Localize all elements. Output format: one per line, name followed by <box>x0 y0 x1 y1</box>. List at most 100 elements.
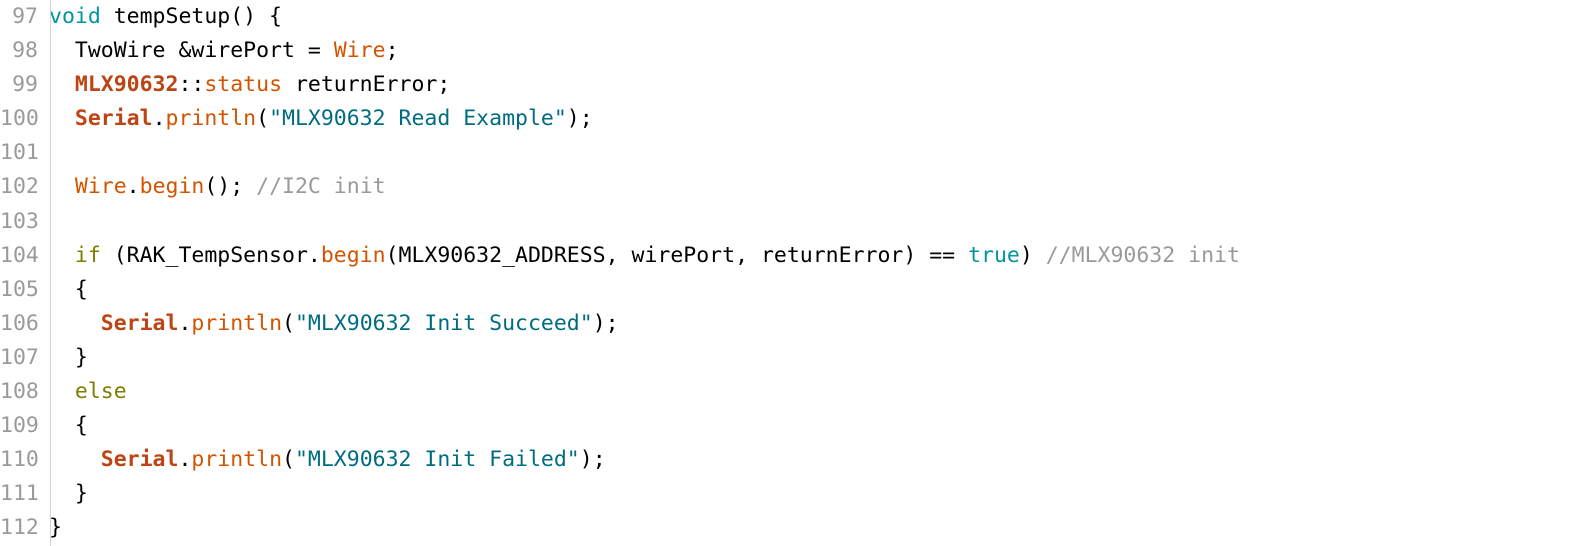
token-comment: //I2C init <box>256 174 386 200</box>
token-func: println <box>165 106 257 132</box>
token-plain <box>49 379 75 404</box>
token-plain: (RAK_TempSensor. <box>100 242 321 268</box>
code-line-source[interactable]: } <box>44 511 1585 545</box>
code-line-source[interactable]: { <box>44 409 1585 443</box>
token-string: "MLX90632 Init Succeed" <box>294 310 593 336</box>
code-line-source[interactable]: Serial.println("MLX90632 Read Example"); <box>44 102 1585 136</box>
token-func: Wire <box>333 38 386 64</box>
token-class: Serial <box>74 106 153 132</box>
token-plain: } <box>49 515 62 541</box>
token-plain <box>49 174 75 199</box>
line-number: 110 <box>0 447 39 473</box>
line-number: 99 <box>12 72 38 98</box>
token-class: MLX90632 <box>74 72 179 98</box>
token-literal: true <box>968 242 1020 268</box>
token-plain: ); <box>579 447 606 473</box>
code-line-source[interactable]: else <box>44 375 1585 409</box>
token-plain <box>49 243 75 268</box>
line-number: 108 <box>0 379 39 405</box>
token-plain: tempSetup() { <box>100 4 282 29</box>
line-number: 111 <box>0 481 39 507</box>
token-func: begin <box>139 174 205 200</box>
token-plain: ); <box>592 310 619 336</box>
code-line-source[interactable]: Wire.begin(); //I2C init <box>44 170 1585 204</box>
code-line-source[interactable]: { <box>44 273 1585 307</box>
token-plain: . <box>126 174 140 200</box>
token-keyword: else <box>74 379 127 405</box>
token-comment: //MLX90632 init <box>1045 242 1240 268</box>
token-plain: { <box>49 276 88 302</box>
code-line[interactable]: 101 <box>0 136 1585 170</box>
code-line[interactable]: 109 { <box>0 409 1585 443</box>
line-number: 104 <box>0 242 39 268</box>
token-func: Wire <box>74 174 127 200</box>
token-plain <box>49 447 101 472</box>
token-class: Serial <box>100 447 179 473</box>
token-plain: { <box>49 413 88 439</box>
token-func: println <box>191 310 283 336</box>
token-plain: } <box>49 344 88 370</box>
code-line[interactable]: 102 Wire.begin(); //I2C init <box>0 170 1585 204</box>
code-line-source[interactable]: Serial.println("MLX90632 Init Failed"); <box>44 443 1585 477</box>
code-line-source[interactable]: TwoWire &wirePort = Wire; <box>44 34 1585 68</box>
token-func: println <box>191 447 283 473</box>
token-plain: returnError; <box>282 72 451 98</box>
code-line-source[interactable]: MLX90632::status returnError; <box>44 68 1585 102</box>
token-plain: (); <box>204 174 257 200</box>
code-line-source[interactable]: } <box>44 477 1585 511</box>
token-func: status <box>204 72 283 98</box>
line-number: 112 <box>0 515 39 541</box>
code-line[interactable]: 106 Serial.println("MLX90632 Init Succee… <box>0 307 1585 341</box>
line-number: 102 <box>0 174 39 200</box>
code-line[interactable]: 98 TwoWire &wirePort = Wire; <box>0 34 1585 68</box>
gutter-divider <box>50 0 51 546</box>
token-plain: ( <box>282 447 295 473</box>
token-class: Serial <box>100 310 179 336</box>
token-string: "MLX90632 Read Example" <box>269 106 567 132</box>
token-plain: (MLX90632_ADDRESS, wirePort, returnError… <box>385 242 969 268</box>
code-line-source[interactable]: void tempSetup() { <box>44 0 1585 34</box>
code-line[interactable]: 108 else <box>0 375 1585 409</box>
line-number: 106 <box>0 310 39 336</box>
line-number: 105 <box>0 276 39 302</box>
token-func: begin <box>320 242 386 268</box>
code-line-source[interactable]: Serial.println("MLX90632 Init Succeed"); <box>44 307 1585 341</box>
code-line[interactable]: 111 } <box>0 477 1585 511</box>
code-line-source[interactable]: } <box>44 341 1585 375</box>
token-plain: ( <box>256 106 270 132</box>
line-number: 103 <box>0 208 39 234</box>
token-plain: TwoWire &wirePort = <box>49 38 334 64</box>
line-number: 98 <box>12 38 38 64</box>
line-number: 107 <box>0 344 39 370</box>
token-plain: :: <box>178 72 205 98</box>
code-line[interactable]: 100 Serial.println("MLX90632 Read Exampl… <box>0 102 1585 136</box>
line-number: 100 <box>0 106 39 132</box>
token-plain: ( <box>282 310 295 336</box>
code-line[interactable]: 99 MLX90632::status returnError; <box>0 68 1585 102</box>
code-line[interactable]: 112} <box>0 511 1585 545</box>
code-line[interactable]: 107 } <box>0 341 1585 375</box>
token-plain <box>49 106 75 131</box>
token-plain: . <box>178 447 192 473</box>
token-keyword: if <box>74 242 101 268</box>
token-plain: . <box>152 106 166 132</box>
line-number: 109 <box>0 413 39 439</box>
token-plain <box>49 72 75 97</box>
token-plain: ); <box>566 106 593 132</box>
token-type: void <box>49 4 101 29</box>
code-line-source[interactable]: if (RAK_TempSensor.begin(MLX90632_ADDRES… <box>44 239 1585 273</box>
code-line[interactable]: 104 if (RAK_TempSensor.begin(MLX90632_AD… <box>0 239 1585 273</box>
line-number: 101 <box>0 140 39 166</box>
code-line[interactable]: 105 { <box>0 273 1585 307</box>
code-line[interactable]: 103 <box>0 205 1585 239</box>
token-plain: ) <box>1019 242 1046 268</box>
token-string: "MLX90632 Init Failed" <box>294 447 580 473</box>
token-plain <box>49 311 101 336</box>
token-plain: . <box>178 310 192 336</box>
token-plain: } <box>49 481 88 507</box>
line-number: 97 <box>12 4 38 29</box>
code-line[interactable]: 110 Serial.println("MLX90632 Init Failed… <box>0 443 1585 477</box>
